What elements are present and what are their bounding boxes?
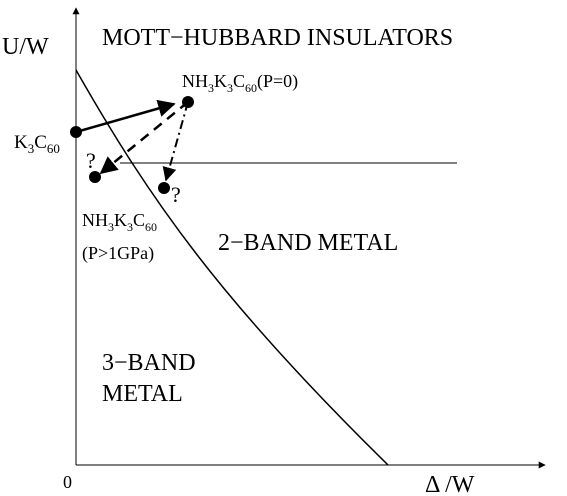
question-mark-right: ? <box>171 182 181 207</box>
arrow-k3c60-to-nh3 <box>75 99 176 134</box>
question-mark-left: ? <box>86 148 96 173</box>
nh3k3c60-pressure-label: NH3K3C60 <box>82 210 157 234</box>
point-unknown-left <box>89 171 101 183</box>
arrow-nh3-to-right-unknown <box>162 101 189 182</box>
point-nh3-p0 <box>182 96 194 108</box>
point-unknown-right <box>158 182 170 194</box>
y-axis-label: U/W <box>2 34 49 60</box>
nh3k3c60-p0-label: NH3K3C60(P=0) <box>182 71 298 95</box>
two-band-metal-label: 2−BAND METAL <box>218 230 398 256</box>
three-band-label-line1: 3−BAND <box>102 350 196 376</box>
mott-hubbard-label: MOTT−HUBBARD INSULATORS <box>102 25 453 51</box>
three-band-label-line2: METAL <box>102 381 183 407</box>
arrow-nh3-to-left-unknown <box>99 101 189 175</box>
k3c60-label: K3C60 <box>14 132 60 156</box>
point-k3c60 <box>70 126 82 138</box>
origin-label: 0 <box>63 472 72 492</box>
pressure-condition-label: (P>1GPa) <box>82 243 154 264</box>
x-axis-label: Δ /W <box>425 472 475 496</box>
